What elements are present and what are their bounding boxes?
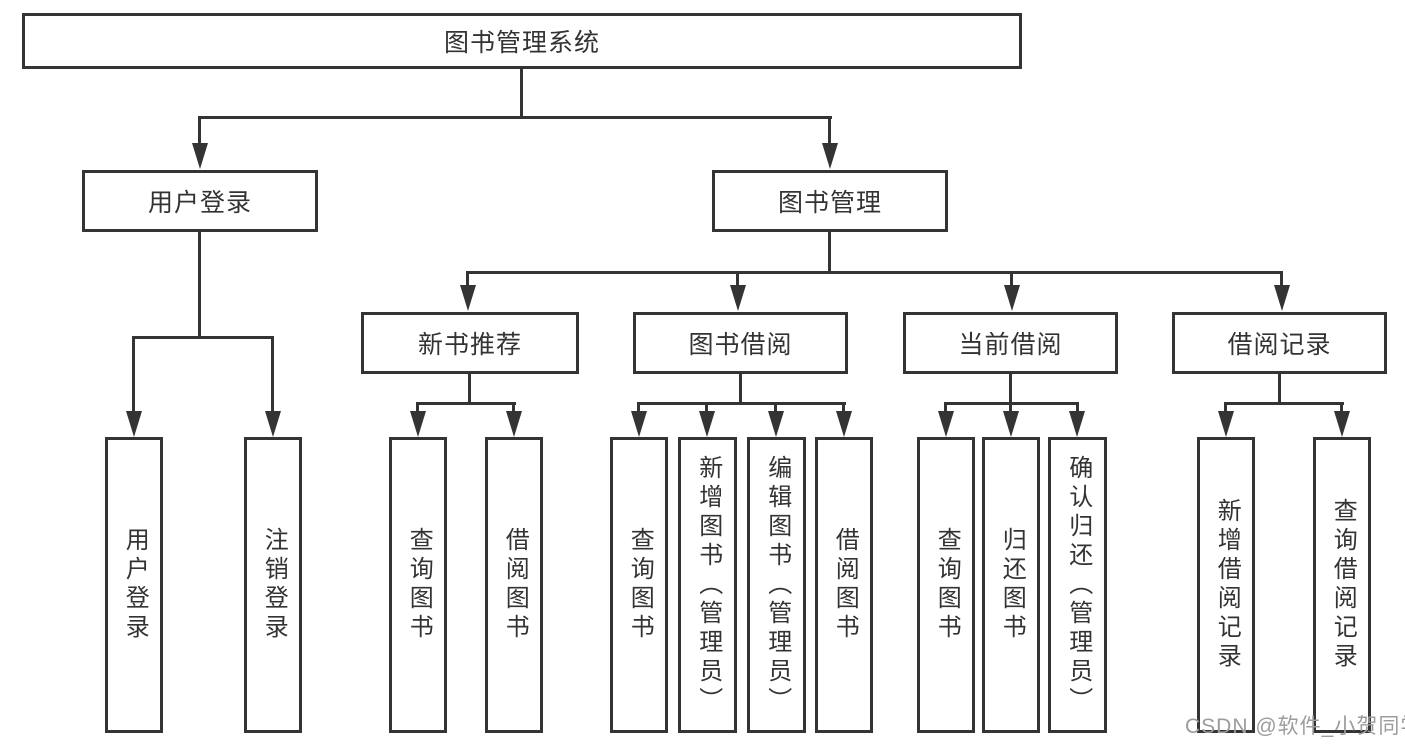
connector-line bbox=[466, 271, 1283, 274]
arrowhead-icon bbox=[265, 411, 281, 437]
node-logout-leaf: 注销登录 bbox=[244, 437, 302, 733]
connector-line bbox=[1010, 271, 1013, 287]
connector-line bbox=[1340, 402, 1343, 414]
node-add-borrow-record: 新增借阅记录 bbox=[1197, 437, 1255, 733]
arrowhead-icon bbox=[460, 285, 476, 311]
node-borrow-books-leaf: 借阅图书 bbox=[815, 437, 873, 733]
node-query-books-current: 查询图书 bbox=[917, 437, 975, 733]
node-borrow-books-rec: 借阅图书 bbox=[485, 437, 543, 733]
arrowhead-icon bbox=[192, 143, 208, 169]
node-query-books-rec: 查询图书 bbox=[389, 437, 447, 733]
arrowhead-icon bbox=[1003, 411, 1019, 437]
connector-line bbox=[1076, 402, 1079, 414]
connector-line bbox=[520, 69, 523, 119]
connector-line bbox=[416, 402, 419, 414]
arrowhead-icon bbox=[1004, 285, 1020, 311]
node-borrow-records: 借阅记录 bbox=[1172, 312, 1387, 374]
connector-line bbox=[1280, 271, 1283, 287]
connector-line bbox=[512, 402, 515, 414]
connector-line bbox=[132, 336, 135, 414]
arrowhead-icon bbox=[126, 411, 142, 437]
arrowhead-icon bbox=[410, 411, 426, 437]
node-user-login-branch: 用户登录 bbox=[82, 170, 318, 232]
node-edit-book-admin: 编辑图书（管理员） bbox=[747, 437, 806, 733]
connector-line bbox=[271, 336, 274, 414]
arrowhead-icon bbox=[822, 143, 838, 169]
node-query-borrow-record: 查询借阅记录 bbox=[1313, 437, 1371, 733]
connector-line bbox=[739, 374, 742, 405]
connector-line bbox=[416, 402, 516, 405]
connector-line bbox=[198, 232, 201, 338]
node-book-mgmt-branch: 图书管理 bbox=[712, 170, 948, 232]
connector-line bbox=[199, 116, 832, 119]
connector-line bbox=[1009, 402, 1012, 414]
connector-line bbox=[1009, 374, 1012, 405]
connector-line bbox=[705, 402, 708, 414]
connector-line bbox=[842, 402, 845, 414]
connector-line bbox=[774, 402, 777, 414]
connector-line bbox=[944, 402, 947, 414]
node-return-books: 归还图书 bbox=[982, 437, 1040, 733]
arrowhead-icon bbox=[730, 285, 746, 311]
node-new-book-rec: 新书推荐 bbox=[361, 312, 579, 374]
arrowhead-icon bbox=[1218, 411, 1234, 437]
node-user-login-leaf: 用户登录 bbox=[105, 437, 163, 733]
node-confirm-return-admin: 确认归还（管理员） bbox=[1048, 437, 1107, 733]
node-query-books-borrow: 查询图书 bbox=[610, 437, 668, 733]
connector-line bbox=[736, 271, 739, 287]
connector-line bbox=[198, 116, 201, 144]
arrowhead-icon bbox=[768, 411, 784, 437]
connector-line bbox=[828, 116, 831, 144]
arrowhead-icon bbox=[699, 411, 715, 437]
node-root: 图书管理系统 bbox=[22, 13, 1022, 69]
node-add-book-admin: 新增图书（管理员） bbox=[678, 437, 737, 733]
arrowhead-icon bbox=[1274, 285, 1290, 311]
arrowhead-icon bbox=[1334, 411, 1350, 437]
connector-line bbox=[468, 374, 471, 405]
connector-line bbox=[828, 232, 831, 274]
arrowhead-icon bbox=[1069, 411, 1085, 437]
connector-line bbox=[132, 336, 274, 339]
connector-line bbox=[637, 402, 846, 405]
connector-line bbox=[1224, 402, 1344, 405]
connector-line bbox=[637, 402, 640, 414]
arrowhead-icon bbox=[506, 411, 522, 437]
watermark: CSDN @软件_小贺同学 bbox=[1185, 715, 1405, 738]
arrowhead-icon bbox=[836, 411, 852, 437]
connector-line bbox=[1224, 402, 1227, 414]
arrowhead-icon bbox=[938, 411, 954, 437]
node-book-borrow: 图书借阅 bbox=[633, 312, 848, 374]
connector-line bbox=[1278, 374, 1281, 405]
arrowhead-icon bbox=[631, 411, 647, 437]
node-current-borrow: 当前借阅 bbox=[903, 312, 1118, 374]
connector-line bbox=[466, 271, 469, 287]
